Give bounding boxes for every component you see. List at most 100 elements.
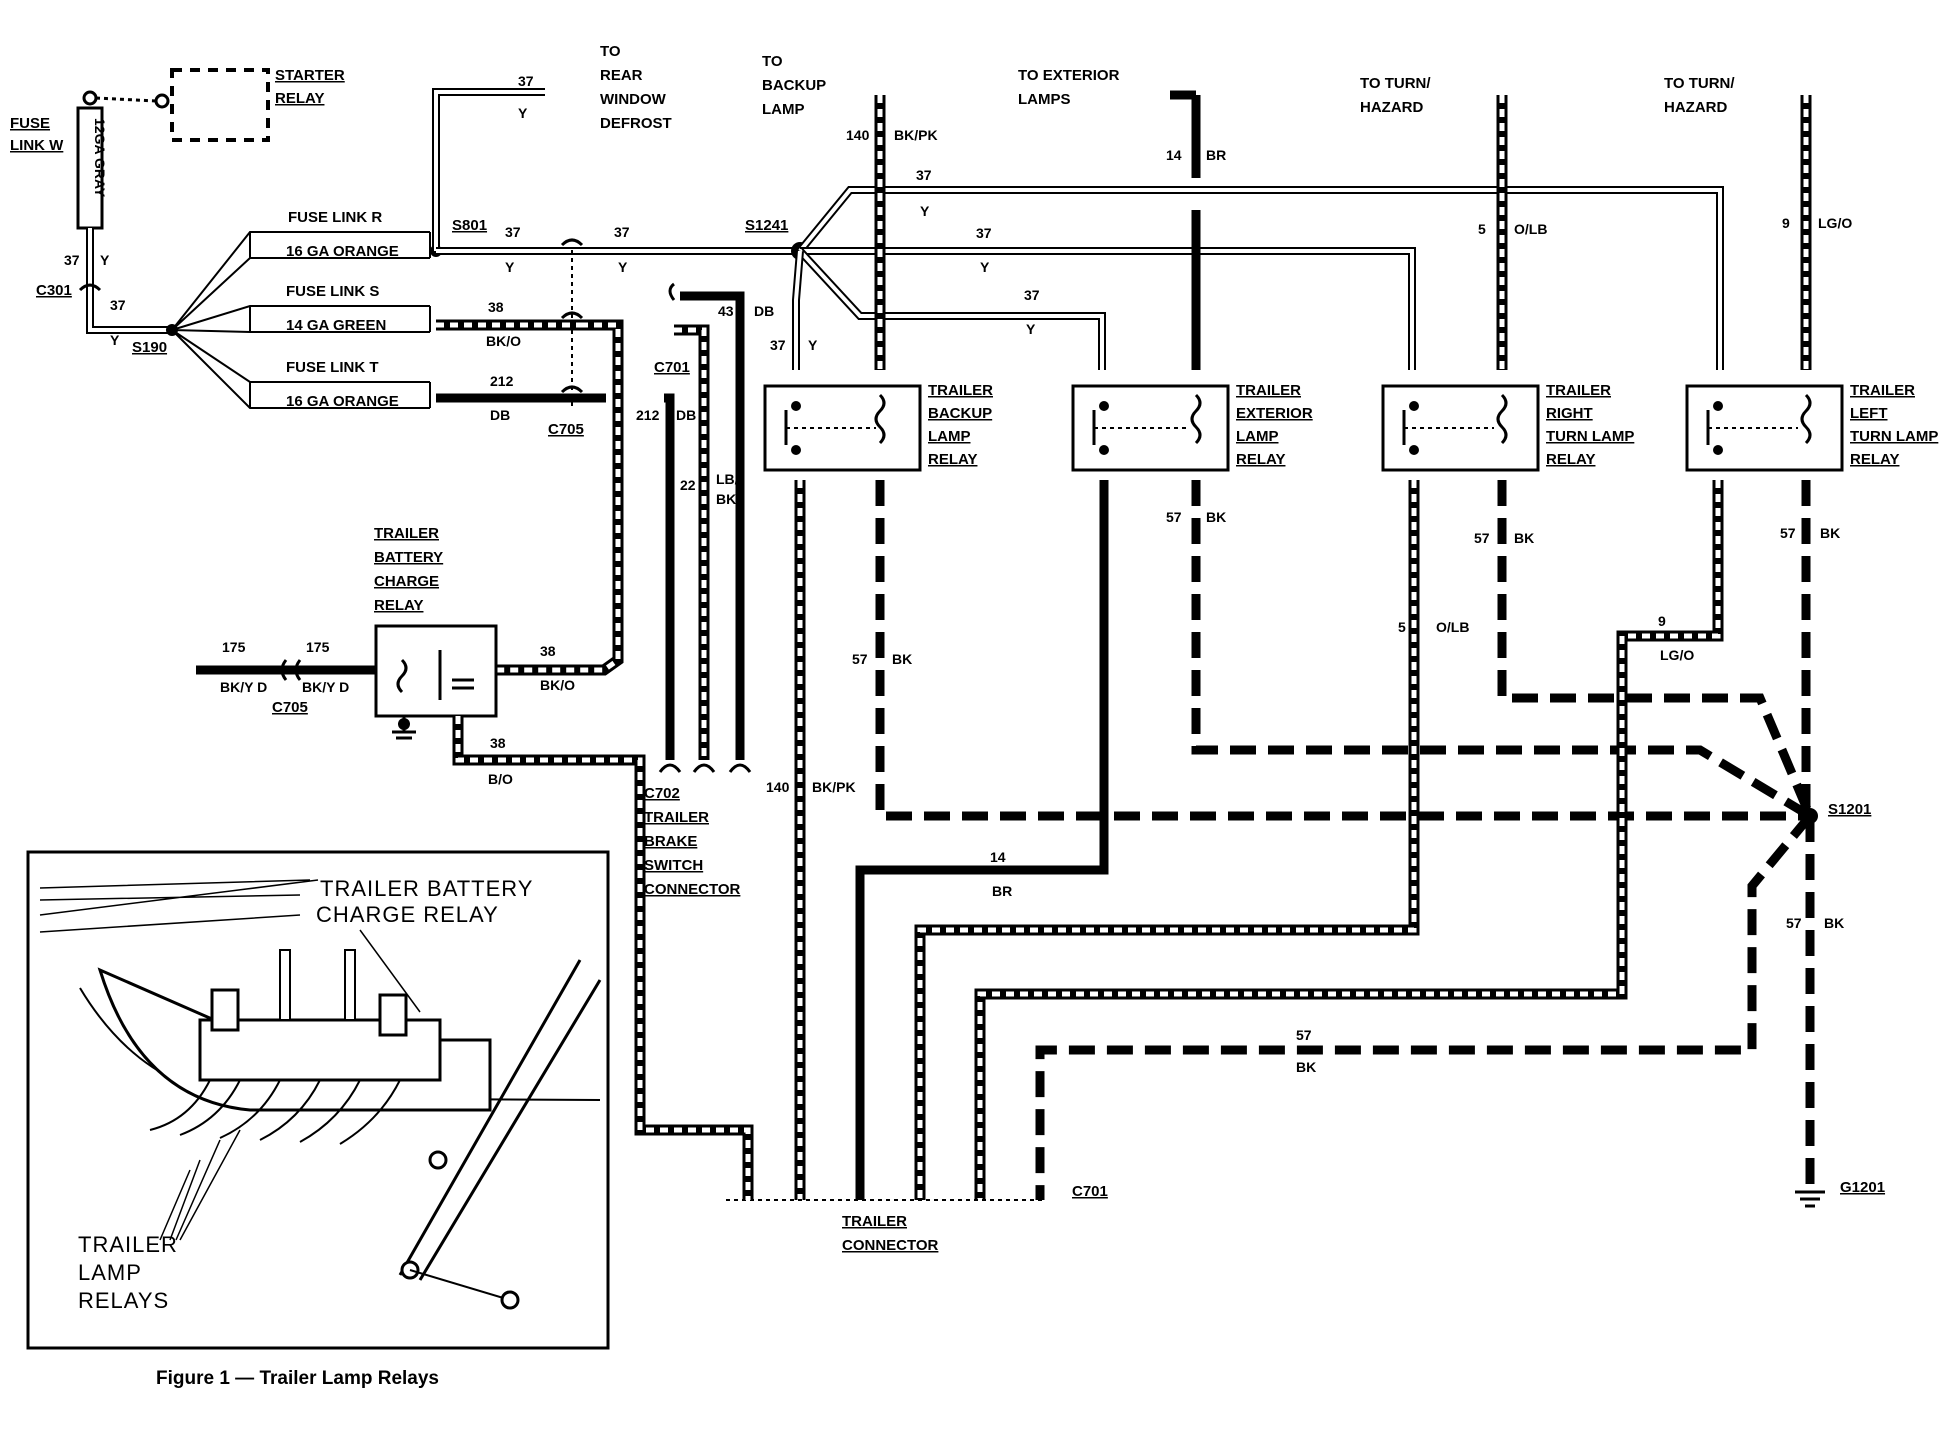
trailer-battery-charge-relay: TRAILER BATTERY CHARGE RELAY 175 175 BK/…: [196, 525, 754, 1200]
wire-37-feed: 37 Y S801 37 Y 37 Y S1241 37 Y 37 Y 37 Y…: [432, 73, 1724, 370]
w-db-a: DB: [490, 407, 510, 423]
g1201-label: G1201: [1840, 1179, 1885, 1196]
w-38-c: 38: [490, 735, 506, 751]
w-22: 22: [680, 477, 696, 493]
w-y-c: Y: [518, 105, 528, 121]
fuse-link-s: FUSE LINK S: [286, 283, 379, 300]
c702-label: C702: [644, 785, 680, 802]
w-140-a: 140: [846, 127, 870, 143]
w-bk-c: BK: [1514, 530, 1534, 546]
c705a-label: C705: [548, 421, 584, 438]
brake-switch-wires: 212 DB 43 DB C701 22 LB/ BK C702 TRAILER…: [636, 282, 774, 898]
brake-4: CONNECTOR: [644, 881, 741, 898]
dest-backup-3: LAMP: [762, 101, 805, 118]
w-38-a: 38: [488, 299, 504, 315]
fuse-link-t: FUSE LINK T: [286, 359, 379, 376]
dest-turn2-1: TO TURN/: [1664, 75, 1735, 92]
figure-caption: Figure 1 — Trailer Lamp Relays: [156, 1368, 439, 1389]
w-y-d: Y: [505, 259, 515, 275]
dest-turn2-2: HAZARD: [1664, 99, 1727, 116]
w-bko-b: BK/O: [540, 677, 575, 693]
relay-input-wires: 140 BK/PK 14 BR 5 O/LB 9 LG/O: [846, 90, 1852, 370]
inset-illustration: TRAILER BATTERY CHARGE RELAY TRAILER LAM…: [26, 850, 610, 1350]
w-bk-a: BK: [892, 651, 912, 667]
w-57-f: 57: [1296, 1027, 1312, 1043]
relay-right-2: RIGHT: [1546, 405, 1593, 422]
inset-lamp-3: RELAYS: [78, 1288, 169, 1313]
relay-left-1: TRAILER: [1850, 382, 1915, 399]
inset-lamp-2: LAMP: [78, 1260, 142, 1285]
w-5-a: 5: [1478, 221, 1486, 237]
w-37-h: 37: [1024, 287, 1040, 303]
trailer-connector-2: CONNECTOR: [842, 1237, 939, 1254]
w-57-e: 57: [1786, 915, 1802, 931]
w-olb-a: O/LB: [1514, 221, 1547, 237]
relay-backup-1: TRAILER: [928, 382, 993, 399]
w-175-a: 175: [222, 639, 246, 655]
dest-backup-1: TO: [762, 53, 783, 70]
w-br-b: BR: [992, 883, 1012, 899]
starter-relay: STARTER RELAY: [82, 67, 345, 142]
w-bk-f: BK: [1296, 1059, 1316, 1075]
w-37-d: 37: [505, 224, 521, 240]
c301-label: C301: [36, 282, 72, 299]
relay-left-3: TURN LAMP: [1850, 428, 1938, 445]
w-y-g: Y: [980, 259, 990, 275]
relay-right-3: TURN LAMP: [1546, 428, 1634, 445]
dest-ext-2: LAMPS: [1018, 91, 1071, 108]
starter-relay-line2: RELAY: [275, 90, 324, 107]
w-37-a: 37: [64, 252, 80, 268]
dest-rear-3: WINDOW: [600, 91, 667, 108]
relay-right-4: RELAY: [1546, 451, 1595, 468]
brake-3: SWITCH: [644, 857, 703, 874]
w-14-a: 14: [1166, 147, 1182, 163]
w-212-a: 212: [490, 373, 514, 389]
dest-turn1-2: HAZARD: [1360, 99, 1423, 116]
relay-batt-1: TRAILER: [374, 525, 439, 542]
fuse-w-gauge: 12GA GRAY: [92, 118, 108, 198]
s801-label: S801: [452, 217, 487, 234]
w-bk-e: BK: [1824, 915, 1844, 931]
w-db-b: DB: [676, 407, 696, 423]
trailer-left-turn-lamp-relay: TRAILER LEFT TURN LAMP RELAY: [1685, 382, 1938, 472]
w-57-d: 57: [1780, 525, 1796, 541]
w-br-a: BR: [1206, 147, 1226, 163]
relay-ext-1: TRAILER: [1236, 382, 1301, 399]
w-lgo-b: LG/O: [1660, 647, 1694, 663]
fuse-link-r-gauge: 16 GA ORANGE: [286, 243, 399, 260]
w-y-a: Y: [100, 252, 110, 268]
c701a-label: C701: [654, 359, 690, 376]
w-43: 43: [718, 303, 734, 319]
w-bkpk-b: BK/PK: [812, 779, 856, 795]
w-57-c: 57: [1474, 530, 1490, 546]
w-lbbk-1: LB/: [716, 471, 739, 487]
w-lbbk-2: BK: [716, 491, 736, 507]
fuse-link-w-line1: FUSE: [10, 115, 50, 132]
trailer-exterior-lamp-relay: TRAILER EXTERIOR LAMP RELAY: [1071, 382, 1313, 472]
trailer-connector-1: TRAILER: [842, 1213, 907, 1230]
starter-relay-line1: STARTER: [275, 67, 345, 84]
w-bk-b: BK: [1206, 509, 1226, 525]
w-db-c: DB: [754, 303, 774, 319]
relay-ext-4: RELAY: [1236, 451, 1285, 468]
w-37-c: 37: [518, 73, 534, 89]
w-140-b: 140: [766, 779, 790, 795]
relay-backup-2: BACKUP: [928, 405, 992, 422]
w-y-h: Y: [1026, 321, 1036, 337]
w-212-b: 212: [636, 407, 660, 423]
fuse-link-r: FUSE LINK R: [288, 209, 382, 226]
fuse-link-w: 12GA GRAY FUSE LINK W 37 Y C301 37 Y S19…: [10, 106, 178, 356]
dest-rear-4: DEFROST: [600, 115, 672, 132]
w-bo: B/O: [488, 771, 513, 787]
w-37-i: 37: [770, 337, 786, 353]
relay-left-2: LEFT: [1850, 405, 1888, 422]
relay-left-4: RELAY: [1850, 451, 1899, 468]
fuse-link-t-gauge: 16 GA ORANGE: [286, 393, 399, 410]
dest-ext-1: TO EXTERIOR: [1018, 67, 1120, 84]
w-37-b: 37: [110, 297, 126, 313]
dest-rear-1: TO: [600, 43, 621, 60]
ground-wires: 57 BK 57 BK 57 BK 57 BK S1201 57 BK 57 B…: [852, 480, 1885, 1208]
w-57-a: 57: [852, 651, 868, 667]
